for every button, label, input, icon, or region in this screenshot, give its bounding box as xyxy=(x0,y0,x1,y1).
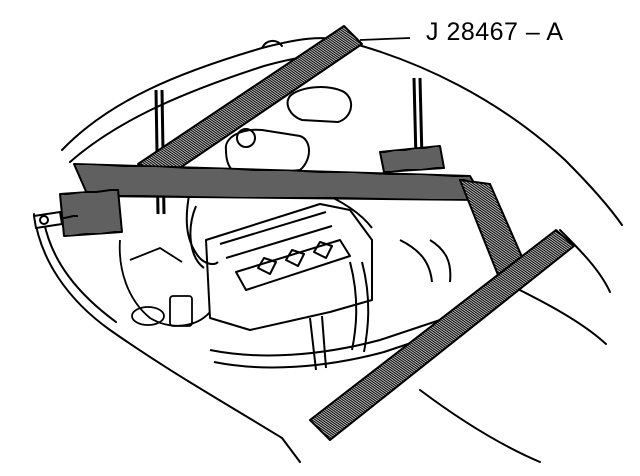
hoses xyxy=(185,189,452,371)
center-clamp xyxy=(379,145,445,173)
engine-assembly xyxy=(189,189,373,331)
tool-number-label: J 28467 – A xyxy=(426,18,564,46)
left-strut-tower xyxy=(118,239,211,327)
support-fixture xyxy=(59,25,575,441)
coolant-reservoir xyxy=(224,86,353,178)
adjuster-screw xyxy=(32,210,79,230)
callout-leader-line xyxy=(359,37,411,41)
left-bracket xyxy=(59,189,123,237)
lower-rail xyxy=(309,229,575,441)
